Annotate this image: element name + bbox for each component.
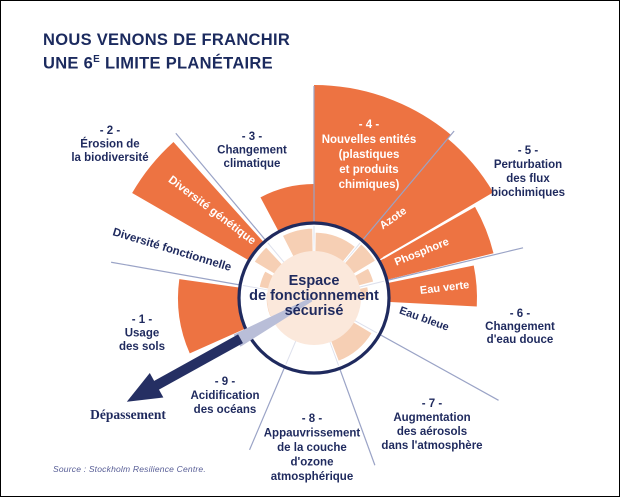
source-credit: Source : Stockholm Resilience Centre. [53,464,206,474]
title-superscript: E [93,54,101,65]
overshoot-arrow-head [126,373,164,402]
subwedge-label-blue-water: Eau bleue [398,305,451,334]
wedge-novel-entities [314,85,451,242]
wedge-genetic-diversity [132,141,265,261]
overshoot-label: Dépassement [90,407,166,422]
title-line-1: NOUS VENONS DE FRANCHIR [43,31,291,49]
subwedge-label-green-water: Eau verte [419,279,470,297]
wedge-separator [382,194,493,259]
page-title: NOUS VENONS DE FRANCHIR UNE 6E LIMITE PL… [43,31,290,74]
wedge-climate-change [260,184,314,233]
center-disc [267,251,361,345]
wedge-green-water [386,265,477,307]
overshoot-arrow-shaft [148,334,243,393]
title-line-2: UNE 6E LIMITE PLANÉTAIRE [43,54,273,73]
wedge-nitrogen [361,138,494,261]
arrow-tail [233,297,313,347]
wedge-phosphorus [378,206,494,281]
wedge-land-use [178,279,247,354]
safe-space-ring [237,221,391,375]
